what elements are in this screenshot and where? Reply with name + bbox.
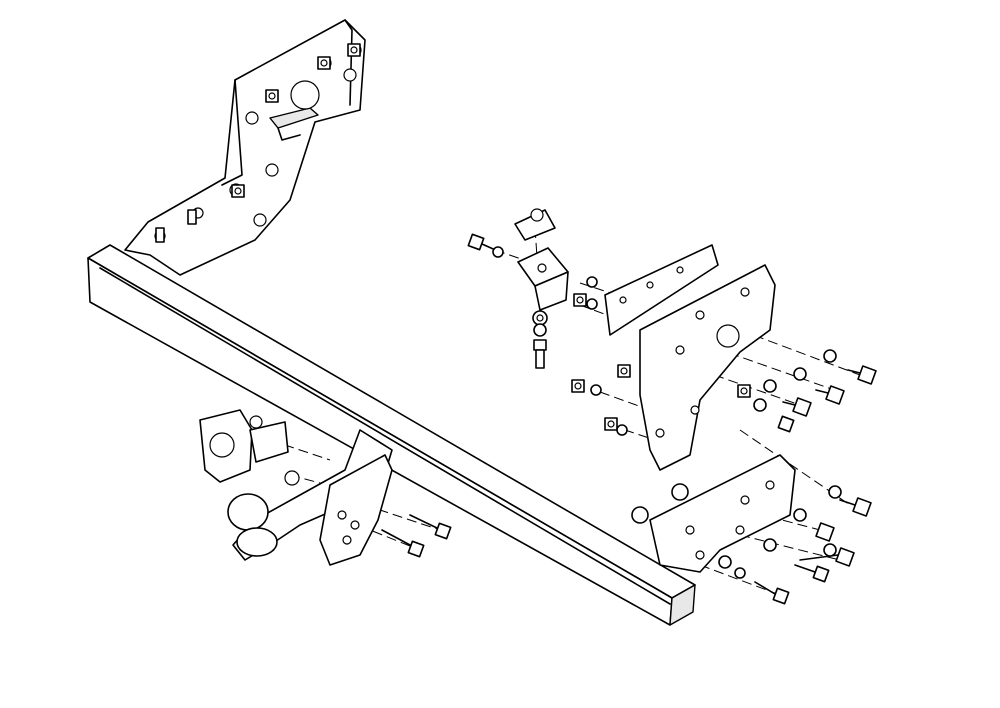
washer xyxy=(753,398,767,412)
washer xyxy=(586,276,598,288)
tow-ball xyxy=(227,429,393,566)
nut xyxy=(265,89,279,103)
washer xyxy=(671,483,689,501)
nut xyxy=(737,384,751,398)
washer xyxy=(763,538,777,552)
bolt xyxy=(782,397,812,417)
bolt xyxy=(839,497,872,517)
bolt xyxy=(794,564,830,583)
nut xyxy=(347,43,361,57)
bolt xyxy=(187,209,197,225)
bolt xyxy=(815,385,845,405)
bolt xyxy=(533,339,547,369)
nut xyxy=(573,293,587,307)
small-angle-bracket xyxy=(514,208,569,311)
washer xyxy=(793,367,807,381)
washer xyxy=(532,310,548,326)
washer xyxy=(793,508,807,522)
nut xyxy=(231,184,245,198)
washer xyxy=(763,379,777,393)
washer xyxy=(718,555,732,569)
washer xyxy=(492,246,504,258)
nut xyxy=(617,364,631,378)
bolt xyxy=(409,514,452,540)
washer xyxy=(734,567,746,579)
washer xyxy=(828,485,842,499)
bolt xyxy=(155,227,165,243)
nut xyxy=(571,379,585,393)
fasteners xyxy=(155,43,877,605)
washer xyxy=(590,384,602,396)
right-side-plate xyxy=(604,244,776,471)
nut xyxy=(317,56,331,70)
washer xyxy=(823,543,837,557)
washer xyxy=(586,298,598,310)
lower-right-plate xyxy=(649,454,796,573)
bolt xyxy=(815,522,835,542)
washer xyxy=(631,506,649,524)
washer xyxy=(616,424,628,436)
bolt xyxy=(777,415,795,433)
bolt xyxy=(381,529,425,558)
socket-plate xyxy=(199,409,300,486)
washer xyxy=(823,349,837,363)
bolt xyxy=(847,365,877,385)
crossbar xyxy=(87,244,696,626)
nut xyxy=(604,417,618,431)
bolt xyxy=(754,581,790,605)
washer xyxy=(533,323,547,337)
